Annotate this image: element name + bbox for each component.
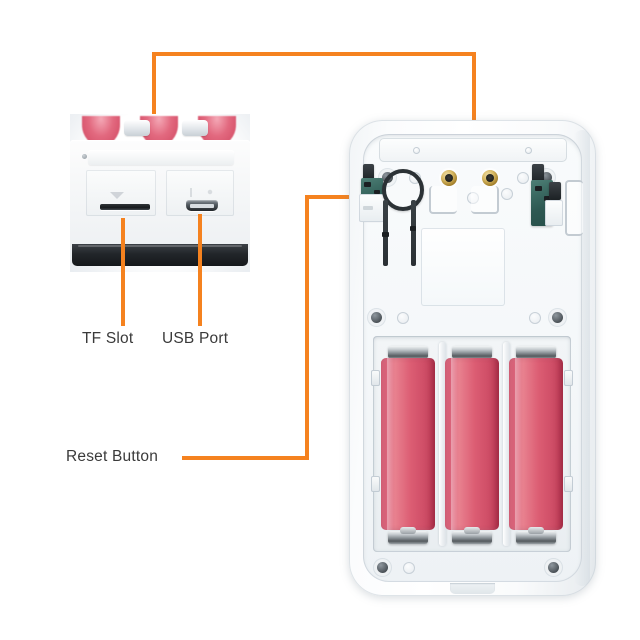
- screw-icon: [82, 154, 87, 159]
- label-usb-port: USB Port: [162, 330, 229, 347]
- battery-positive-terminal: [388, 346, 428, 359]
- cap-clip: [182, 120, 208, 136]
- pcb-component: [374, 190, 380, 194]
- pcb-component: [544, 196, 550, 201]
- battery-body: [381, 358, 435, 530]
- top-lip-bar: [379, 138, 567, 162]
- battery-contact: [564, 370, 573, 386]
- battery-body: [445, 358, 499, 530]
- right-bracket: [565, 180, 583, 236]
- brass-insert: [482, 170, 498, 186]
- label-tf-slot: TF Slot: [82, 330, 134, 347]
- end-cap-base-highlight: [78, 245, 242, 247]
- callout-line-reset-vertical: [305, 195, 309, 460]
- battery-body: [509, 358, 563, 530]
- callout-line-usb-port: [198, 214, 202, 326]
- battery-cell: [445, 344, 499, 544]
- battery-positive-terminal: [516, 346, 556, 359]
- callout-line-tf-slot: [121, 218, 125, 326]
- callout-line-inset-bracket-top: [152, 52, 476, 56]
- power-bank-device: [349, 120, 596, 596]
- pcb-component: [535, 186, 542, 191]
- screw-icon: [552, 312, 563, 323]
- pcb-connector-block: [532, 164, 544, 184]
- callout-line-inset-bracket-left: [152, 52, 156, 116]
- center-bracket-left: [429, 186, 457, 214]
- battery-cell: [381, 344, 435, 544]
- reset-button-loop[interactable]: [382, 169, 424, 211]
- pcb-component: [382, 232, 389, 237]
- battery-tops-strip: [78, 116, 244, 146]
- battery-negative-terminal: [388, 527, 428, 544]
- screw-icon: [377, 562, 388, 573]
- reset-loop-leg: [411, 200, 416, 266]
- battery-compartment: [371, 336, 573, 552]
- cap-clip: [124, 120, 150, 136]
- lip-hole: [525, 147, 532, 154]
- battery-divider: [503, 342, 510, 546]
- screw-hole-icon: [403, 562, 415, 574]
- pcb-shield-right: [545, 200, 563, 226]
- screw-hole-icon: [501, 188, 513, 200]
- lip-hole: [413, 147, 420, 154]
- battery-divider: [439, 342, 446, 546]
- usb-symbol-marking: [188, 188, 216, 197]
- battery-contact: [564, 476, 573, 492]
- end-cap-ridge: [88, 150, 234, 165]
- pcb-pad: [363, 206, 373, 210]
- battery-contact: [371, 476, 380, 492]
- battery-contact: [371, 370, 380, 386]
- bottom-notch: [450, 583, 495, 594]
- center-bracket-right: [471, 186, 499, 214]
- pcb-component: [364, 182, 371, 187]
- callout-line-inset-bracket-right: [472, 52, 476, 122]
- screw-hole-icon: [529, 312, 541, 324]
- label-patch: [421, 228, 505, 306]
- brass-insert: [441, 170, 457, 186]
- tf-slot-arrow-marking: [110, 192, 124, 199]
- pcb-connector-block: [363, 164, 374, 181]
- screw-icon: [548, 562, 559, 573]
- end-cap-closeup-photo: [70, 114, 250, 272]
- end-cap-base-strip: [72, 244, 248, 266]
- screw-icon: [371, 312, 382, 323]
- battery-negative-terminal: [516, 527, 556, 544]
- label-reset-button: Reset Button: [66, 448, 159, 465]
- battery-positive-terminal: [452, 346, 492, 359]
- micro-usb-port: [186, 200, 218, 211]
- screw-hole-icon: [397, 312, 409, 324]
- battery-cell: [509, 344, 563, 544]
- tf-card-slot: [100, 204, 150, 210]
- callout-line-reset-bottom: [182, 456, 309, 460]
- battery-negative-terminal: [452, 527, 492, 544]
- screw-icon: [541, 172, 552, 183]
- screw-hole-icon: [517, 172, 529, 184]
- pcb-component: [410, 226, 416, 231]
- pcb-connector-block: [549, 182, 561, 200]
